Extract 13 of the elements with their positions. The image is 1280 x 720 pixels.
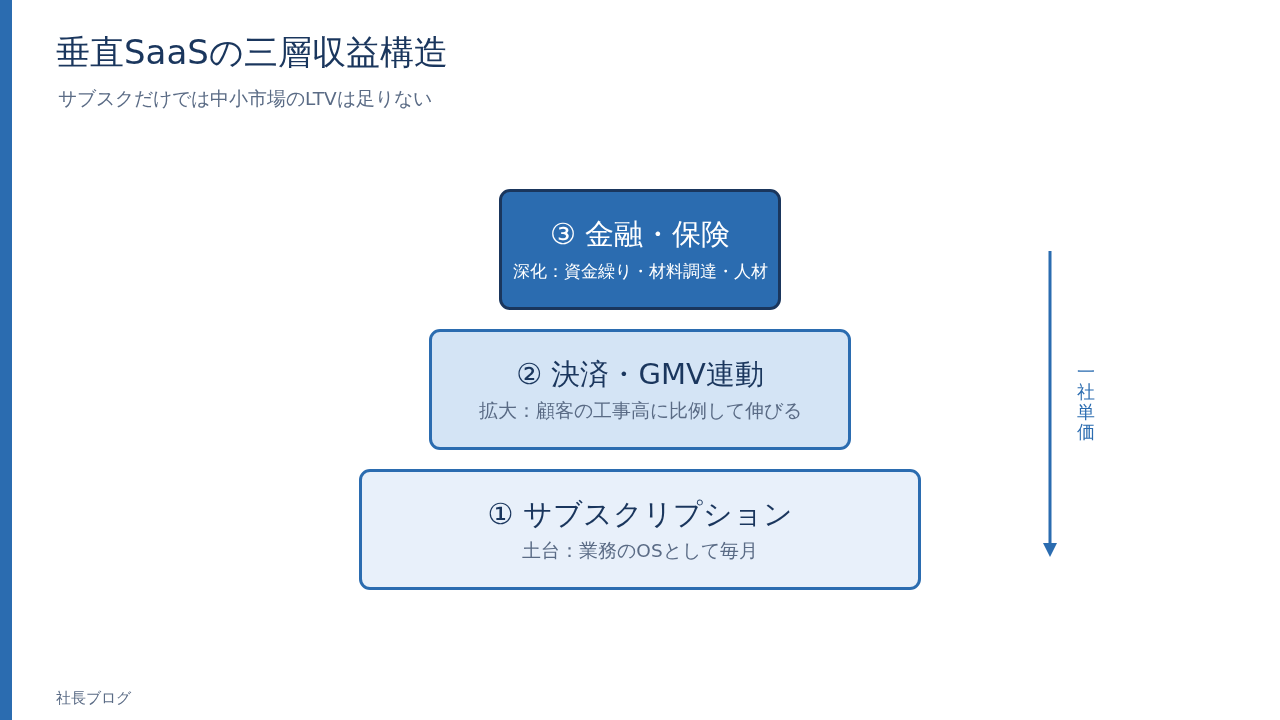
subtitle: サブスクだけでは中小市場のLTVは足りない: [58, 87, 432, 111]
tier-box: [429, 329, 851, 450]
tier-box: [499, 189, 781, 310]
tier-title: ① サブスクリプション: [487, 496, 793, 532]
page-title: 垂直SaaSの三層収益構造: [56, 32, 448, 73]
tier-title: ③ 金融・保険: [549, 217, 731, 253]
tier-description: 拡大：顧客の工事高に比例して伸びる: [478, 400, 802, 423]
tier-box: [359, 469, 921, 590]
tier-description: 土台：業務のOSとして毎月: [522, 540, 758, 563]
tier-description: 深化：資金繰り・材料調達・人材: [512, 261, 768, 282]
tier-title: ② 決済・GMV連動: [516, 356, 764, 392]
footer-text: 社長ブログ: [56, 689, 131, 708]
arrow-label: 一社単価: [1077, 362, 1095, 442]
